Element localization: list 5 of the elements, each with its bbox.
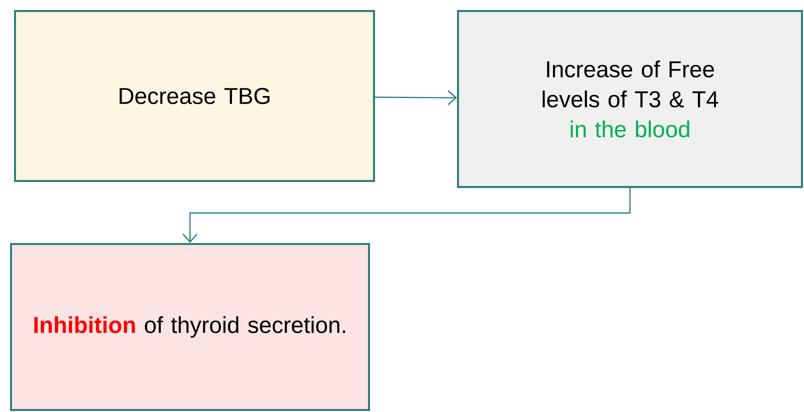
process-box: Increase of Free levels of T3 & T4 in the blood bbox=[457, 10, 803, 188]
process-box: Inhibition of thyroid secretion. bbox=[10, 243, 370, 411]
arrow bbox=[375, 90, 457, 106]
arrow bbox=[182, 188, 631, 243]
process-box: Decrease TBG bbox=[14, 10, 375, 182]
